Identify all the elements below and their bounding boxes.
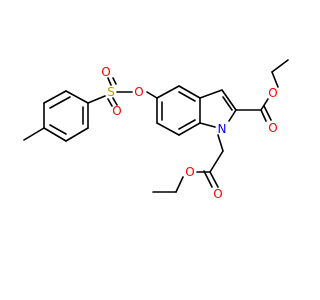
- bond: [87, 95, 106, 104]
- bond: [43, 90, 67, 104]
- bond: [49, 96, 71, 109]
- bond: [260, 109, 267, 122]
- bond: [178, 119, 196, 130]
- bond: [199, 89, 223, 99]
- atom-s-sulfonyl: S: [107, 85, 115, 99]
- bond: [43, 127, 67, 142]
- atom-labels: O O O S O O N O O: [101, 65, 277, 201]
- bond: [112, 77, 117, 85]
- bond: [23, 127, 45, 141]
- atom-o-sulfonate-bridge: O: [134, 85, 143, 99]
- bond: [260, 98, 269, 111]
- bond: [49, 124, 67, 135]
- atom-o-ester-carbonyl: O: [268, 121, 277, 135]
- bond: [178, 122, 201, 136]
- molecule-diagram: O O O S O O N O O: [0, 0, 300, 300]
- atom-o-sulfonate-top: O: [101, 65, 110, 79]
- bond: [263, 105, 272, 121]
- molecule-structure: O O O S O O N O O: [0, 0, 300, 300]
- bond: [107, 98, 113, 107]
- atom-o-ester-ether: O: [268, 86, 277, 100]
- bond: [175, 176, 184, 193]
- bond: [221, 89, 237, 111]
- bond: [228, 109, 237, 122]
- bond: [203, 170, 213, 188]
- bond: [156, 85, 180, 99]
- bond: [178, 85, 201, 99]
- atom-n-indole: N: [218, 122, 227, 136]
- bond: [271, 71, 279, 88]
- bond: [65, 90, 89, 104]
- bond: [107, 77, 112, 86]
- bond: [217, 134, 224, 152]
- bond: [178, 91, 196, 102]
- atom-o-sulfonate-bottom: O: [112, 104, 121, 118]
- bonds: [23, 59, 289, 193]
- bond: [156, 122, 180, 136]
- atom-o-acetate-ether: O: [185, 165, 194, 179]
- bond: [65, 127, 89, 142]
- bond: [209, 150, 224, 173]
- background: [0, 0, 300, 300]
- atom-o-acetate-carbonyl: O: [213, 187, 222, 201]
- bond: [209, 171, 219, 188]
- bond: [146, 91, 158, 99]
- bond: [112, 97, 118, 106]
- bond: [199, 122, 216, 128]
- bond: [222, 96, 233, 111]
- bond: [271, 59, 289, 73]
